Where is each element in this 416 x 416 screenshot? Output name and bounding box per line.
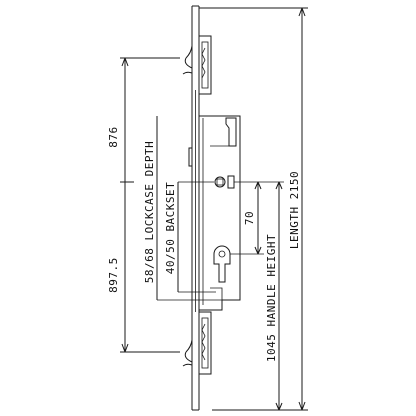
euro-cylinder-profile bbox=[213, 245, 231, 283]
bottom-hook-bolt bbox=[182, 311, 212, 375]
label-handle-height: 1045 HANDLE HEIGHT bbox=[265, 234, 278, 362]
spindle-follower bbox=[214, 176, 226, 188]
length-dimension bbox=[199, 7, 308, 411]
centres-dimension bbox=[230, 181, 264, 255]
backset-dimension bbox=[177, 181, 216, 293]
label-top-dimension: 876 bbox=[107, 126, 120, 147]
lockcase-depth-dimension bbox=[156, 116, 222, 301]
lockcase bbox=[188, 115, 241, 311]
label-lockcase-depth: 58/68 LOCKCASE DEPTH bbox=[143, 141, 156, 283]
handle-height-dimension bbox=[264, 181, 284, 411]
overall-position-dimension bbox=[120, 57, 180, 353]
top-hook-bolt bbox=[182, 35, 212, 95]
label-length: LENGTH 2150 bbox=[288, 171, 301, 249]
label-backset: 40/50 BACKSET bbox=[164, 182, 177, 275]
latch bbox=[225, 117, 237, 147]
label-centres: 70 bbox=[243, 211, 256, 225]
faceplate bbox=[191, 5, 200, 411]
label-bottom-dimension: 897.5 bbox=[107, 257, 120, 293]
